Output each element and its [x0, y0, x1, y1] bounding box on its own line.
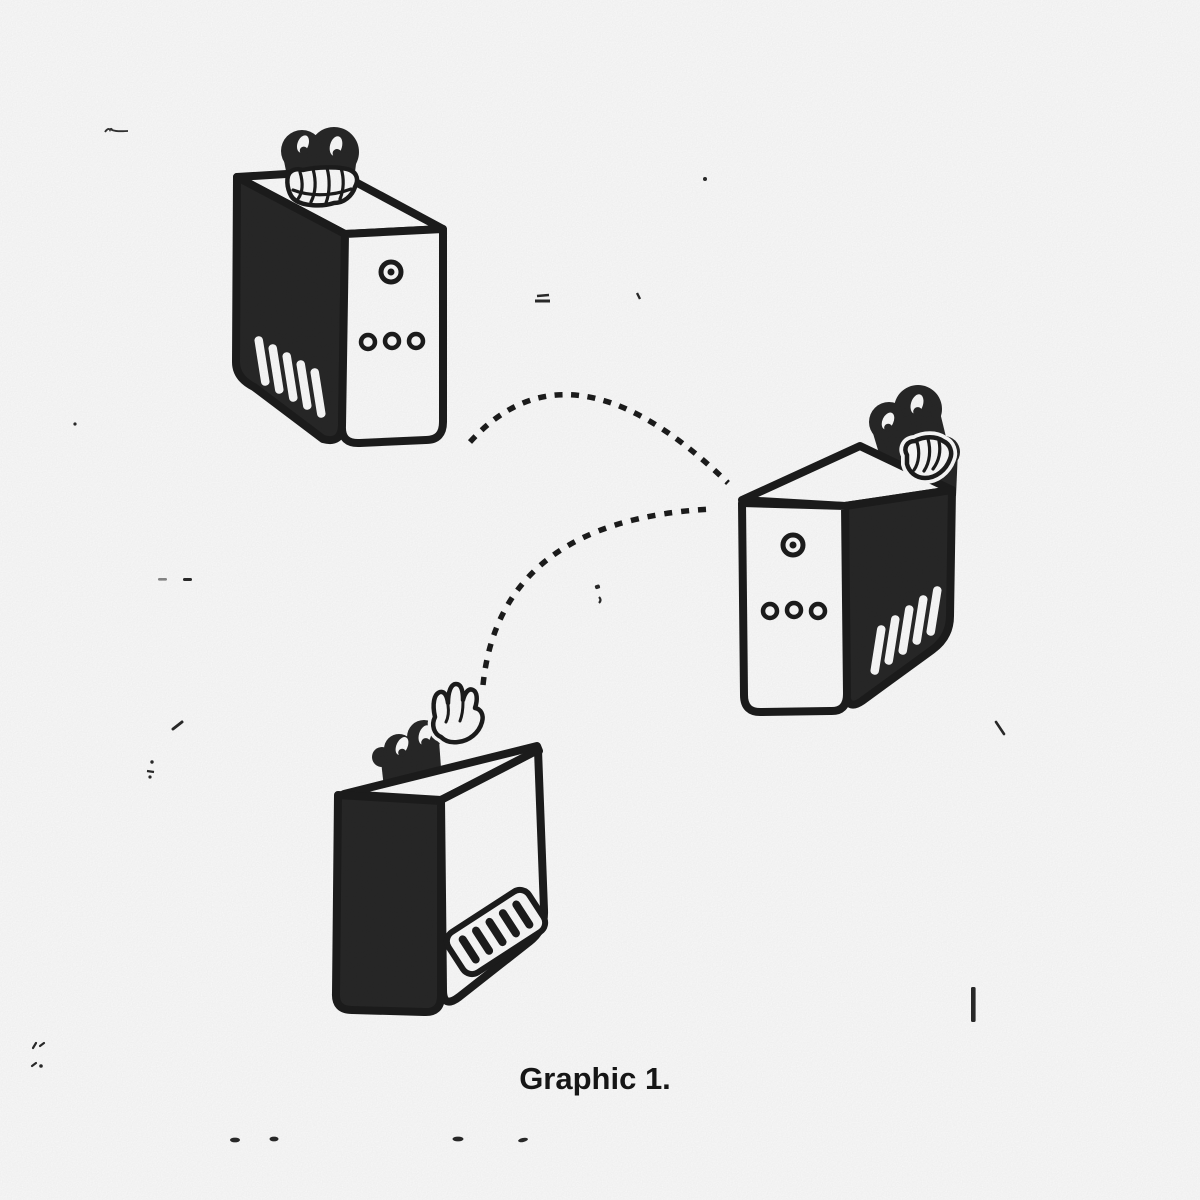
figure-canvas: Graphic 1.	[0, 0, 1200, 1200]
paper-grain-overlay	[0, 0, 1200, 1200]
scanned-page: Graphic 1.	[0, 0, 1200, 1200]
